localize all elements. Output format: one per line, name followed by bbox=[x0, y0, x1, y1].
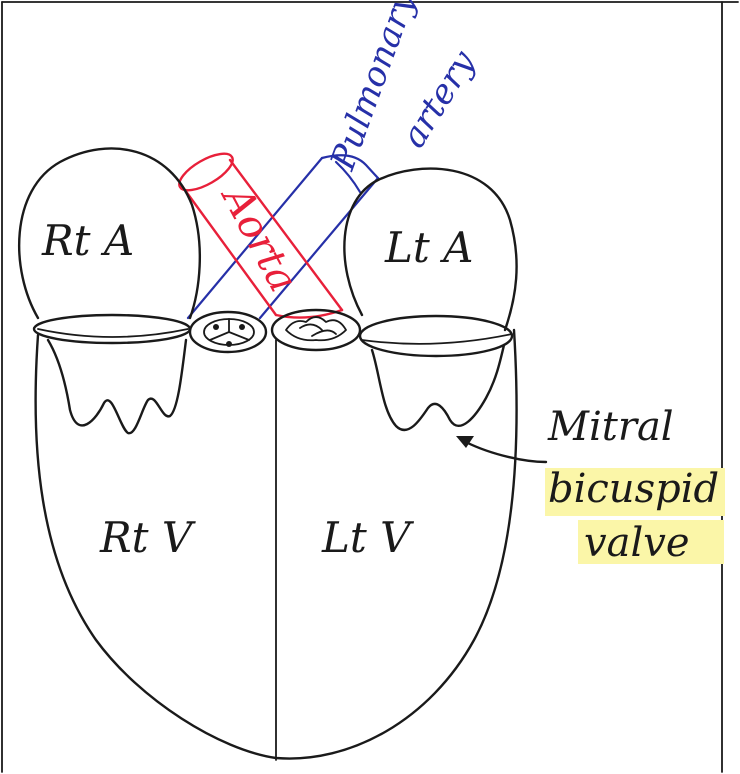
label-bicuspid: bicuspid bbox=[548, 466, 719, 512]
label-artery: artery bbox=[394, 43, 484, 155]
pulmonary-valve bbox=[190, 312, 266, 352]
label-valve: valve bbox=[584, 520, 690, 566]
mitral-pointer-arrow bbox=[456, 436, 546, 462]
label-lt-atrium: Lt A bbox=[384, 223, 473, 272]
label-mitral: Mitral bbox=[547, 404, 674, 450]
mitral-valve bbox=[360, 316, 512, 430]
label-lt-ventricle: Lt V bbox=[321, 513, 414, 562]
tricuspid-valve bbox=[34, 315, 190, 433]
label-rt-ventricle: Rt V bbox=[99, 513, 196, 562]
label-pulmonary: Pulmonary bbox=[323, 0, 425, 176]
label-rt-atrium: Rt A bbox=[41, 216, 134, 265]
